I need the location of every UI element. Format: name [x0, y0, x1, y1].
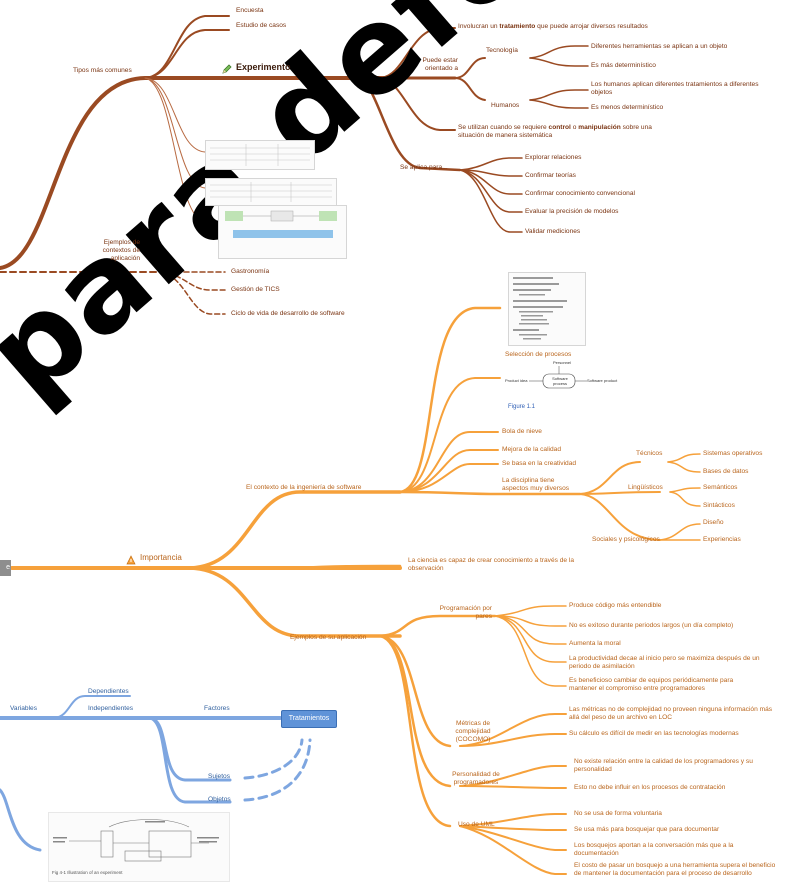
orientado-label: Puede estar orientado a — [422, 57, 458, 72]
table-thumbnail — [205, 140, 315, 170]
uml-label: Uso de UML — [458, 821, 495, 828]
root-node-stub[interactable]: e — [0, 560, 11, 576]
tecnologia-item: Diferentes herramientas se aplican a un … — [591, 43, 728, 50]
sociales-item: Experiencias — [703, 536, 741, 543]
dependientes-label: Dependientes — [88, 688, 129, 695]
control-text: Se utilizan cuando se requiere control o… — [458, 124, 652, 139]
ejemplos-contextos-label: Ejemplos de contextos de aplicación — [102, 239, 140, 262]
timeline-thumbnail — [508, 272, 586, 346]
independientes-label: Independientes — [88, 705, 134, 712]
personalidad-label: Personalidad de programadores — [452, 771, 500, 786]
experiment-title: Experimento — [236, 62, 291, 72]
experiment-figure-thumbnail — [48, 812, 230, 882]
tecnologia-label: Tecnología — [486, 47, 518, 54]
contexto-item: Bola de nieve — [502, 428, 542, 435]
figure-software-product: Software product — [587, 378, 618, 383]
pares-item: Produce código más entendible — [569, 602, 662, 609]
pares-item: Aumenta la moral — [569, 640, 621, 647]
pares-item: No es exitoso durante periodos largos (u… — [569, 622, 734, 629]
metricas-item: Las métricas no de complejidad no provee… — [569, 706, 773, 721]
figure-caption: Figure 1.1 — [508, 404, 536, 410]
humanos-label: Humanos — [491, 102, 520, 109]
importance-title: Importancia — [140, 553, 182, 562]
process-figure: Personnel Product idea Software process … — [505, 360, 618, 394]
involucran-text: Involucran un tratamiento que puede arro… — [458, 23, 648, 30]
aplica-item: Confirmar teorías — [525, 172, 576, 179]
linguisticos-item: Semánticos — [703, 484, 738, 491]
sociales-label: Sociales y psicológicos — [592, 536, 660, 543]
table-thumbnail — [205, 178, 337, 206]
warning-icon — [126, 552, 136, 565]
metricas-item: Su cálculo es difícil de medir en las te… — [569, 730, 739, 737]
personalidad-item: No existe relación entre la calidad de l… — [574, 758, 753, 773]
metricas-label: Métricas de complejidad (COCOMO) — [455, 720, 491, 743]
personalidad-item: Esto no debe influir en los procesos de … — [574, 784, 726, 791]
contexto-item: Gestión de TICS — [231, 286, 280, 293]
tipos-comunes-label: Tipos más comunes — [73, 67, 132, 74]
figure-software-process: Software process — [552, 376, 568, 386]
tecnicos-item: Bases de datos — [703, 468, 749, 475]
experiment-figure-caption: Fig 4-1 Illustration of an experiment — [52, 870, 123, 875]
contexto-item: Gastronomía — [231, 268, 270, 275]
tecnologia-item: Es más determinístico — [591, 62, 656, 69]
contexto-item: Mejora de la calidad — [502, 446, 562, 453]
tecnicos-item: Sistemas operativos — [703, 450, 763, 457]
aplica-item: Validar mediciones — [525, 228, 581, 235]
diagram-thumbnail — [218, 205, 347, 259]
uml-item: No se usa de forma voluntaria — [574, 810, 662, 817]
sujetos-label: Sujetos — [208, 773, 230, 780]
variables-label: Variables — [10, 705, 37, 712]
disciplina-label: La disciplina tiene aspectos muy diverso… — [502, 477, 570, 492]
ciencia-text: La ciencia es capaz de crear conocimient… — [408, 557, 575, 572]
uml-item: El costo de pasar un bosquejo a una herr… — [574, 862, 776, 877]
aplica-item: Confirmar conocimiento convencional — [525, 190, 635, 197]
linguisticos-label: Lingüísticos — [628, 484, 663, 491]
aplica-item: Evaluar la precisión de modelos — [525, 208, 619, 215]
tratamientos-node[interactable]: Tratamientos — [281, 710, 337, 728]
ejemplos-aplicacion-label: Ejemplos de su aplicación — [290, 634, 367, 641]
tecnicos-label: Técnicos — [636, 450, 663, 457]
contexto-item: Ciclo de vida de desarrollo de software — [231, 310, 345, 317]
tipo-item: Estudio de casos — [236, 22, 287, 29]
linguisticos-item: Sintácticos — [703, 502, 735, 509]
humanos-item: Es menos determinístico — [591, 104, 664, 111]
pencil-icon — [221, 62, 233, 74]
figure-personnel: Personnel — [553, 360, 572, 365]
aplica-label: Se aplica para... — [400, 164, 448, 171]
pares-item: Es beneficioso cambiar de equipos periód… — [569, 677, 734, 692]
tipo-item: Encuesta — [236, 7, 264, 14]
seleccion-procesos: Selección de procesos — [505, 351, 572, 358]
contexto-item: Se basa en la creatividad — [502, 460, 577, 467]
objetos-label: Objetos — [208, 796, 231, 803]
uml-item: Se usa más para bosquejar que para docum… — [574, 826, 720, 833]
aplica-item: Explorar relaciones — [525, 154, 582, 161]
pares-label: Programación por pares — [439, 605, 492, 620]
factores-label: Factores — [204, 705, 230, 712]
humanos-item: Los humanos aplican diferentes tratamien… — [591, 81, 759, 96]
pares-item: La productividad decae al inicio pero se… — [569, 655, 760, 670]
uml-item: Los bosquejos aportan a la conversación … — [574, 842, 734, 857]
sociales-item: Diseño — [703, 519, 724, 526]
figure-product-idea: Product idea — [505, 378, 528, 383]
contexto-label: El contexto de la ingeniería de software — [246, 484, 362, 491]
